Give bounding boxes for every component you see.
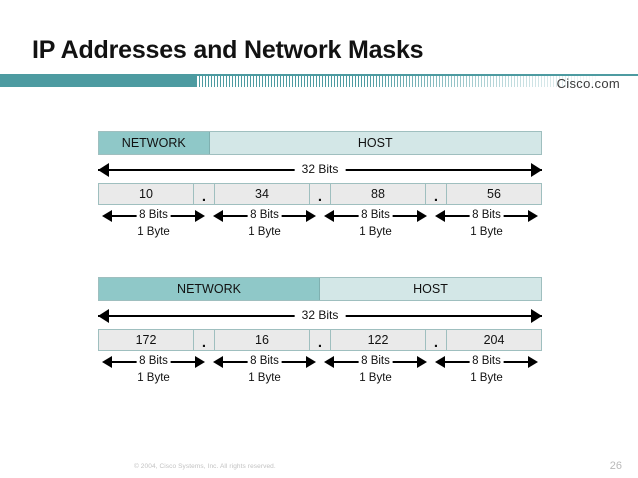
octet-separator: . [193,330,215,350]
network-host-bar: NETWORK HOST [98,277,542,301]
byte-size-label: 1 Byte [470,372,503,384]
octet-value: 204 [447,330,541,350]
address-diagram-2: NETWORK HOST 32 Bits 172 . 16 . 122 . 20… [98,277,542,384]
cisco-com-brand: Cisco.com [556,76,620,91]
byte-size-label: 1 Byte [137,372,170,384]
byte-size-label: 1 Byte [248,372,281,384]
octet-separator: . [425,184,447,204]
octet-value: 10 [99,184,193,204]
copyright-notice: © 2004, Cisco Systems, Inc. All rights r… [134,463,276,470]
arrow-head-left-icon [435,210,445,222]
header-solid-segment [0,76,196,87]
arrow-head-right-icon [528,210,538,222]
octet-separator: . [193,184,215,204]
octet-value: 172 [99,330,193,350]
arrow-head-right-icon [195,210,205,222]
octet-bar: 10 . 34 . 88 . 56 [98,183,542,205]
arrow-head-left-icon [102,210,112,222]
arrow-head-left-icon [435,356,445,368]
octet-value: 34 [215,184,309,204]
arrow-head-left-icon [324,356,334,368]
total-bits-label: 32 Bits [294,307,346,324]
byte-arrow: 8 Bits [102,208,205,224]
byte-annotation: 8 Bits 1 Byte [320,354,431,384]
byte-bits-label: 8 Bits [358,208,393,223]
arrow-head-right-icon [306,356,316,368]
byte-annotation: 8 Bits 1 Byte [98,208,209,238]
byte-bits-label: 8 Bits [136,208,171,223]
byte-arrow: 8 Bits [213,354,316,370]
arrow-head-left-icon [213,210,223,222]
total-bits-arrow: 32 Bits [98,159,542,181]
byte-annotation: 8 Bits 1 Byte [98,354,209,384]
byte-annotation-row: 8 Bits 1 Byte 8 Bits 1 Byte 8 Bits 1 Byt… [98,208,542,238]
byte-size-label: 1 Byte [359,226,392,238]
octet-bar: 172 . 16 . 122 . 204 [98,329,542,351]
arrow-head-left-icon [213,356,223,368]
arrow-head-right-icon [417,210,427,222]
arrow-head-left-icon [102,356,112,368]
octet-value: 56 [447,184,541,204]
byte-bits-label: 8 Bits [469,208,504,223]
byte-annotation: 8 Bits 1 Byte [209,354,320,384]
byte-size-label: 1 Byte [248,226,281,238]
octet-value: 88 [331,184,425,204]
byte-annotation: 8 Bits 1 Byte [431,208,542,238]
page-number: 26 [609,460,622,472]
network-segment: NETWORK [99,278,320,300]
network-host-bar: NETWORK HOST [98,131,542,155]
total-bits-arrow: 32 Bits [98,305,542,327]
total-bits-label: 32 Bits [294,161,346,178]
byte-bits-label: 8 Bits [247,354,282,369]
arrow-head-right-icon [531,163,542,177]
byte-bits-label: 8 Bits [136,354,171,369]
header-top-rule [0,74,638,76]
byte-bits-label: 8 Bits [358,354,393,369]
byte-annotation: 8 Bits 1 Byte [209,208,320,238]
byte-size-label: 1 Byte [137,226,170,238]
byte-arrow: 8 Bits [435,354,538,370]
arrow-head-left-icon [98,309,109,323]
header-striped-segment [196,76,596,87]
host-segment: HOST [209,132,541,154]
byte-arrow: 8 Bits [435,208,538,224]
octet-separator: . [309,330,331,350]
arrow-head-right-icon [195,356,205,368]
arrow-head-right-icon [528,356,538,368]
arrow-head-right-icon [531,309,542,323]
arrow-head-right-icon [417,356,427,368]
address-diagram-1: NETWORK HOST 32 Bits 10 . 34 . 88 . 56 8… [98,131,542,238]
byte-bits-label: 8 Bits [247,208,282,223]
byte-arrow: 8 Bits [324,354,427,370]
arrow-head-right-icon [306,210,316,222]
byte-annotation: 8 Bits 1 Byte [431,354,542,384]
byte-size-label: 1 Byte [470,226,503,238]
header-decorative-band [0,74,638,92]
page-title: IP Addresses and Network Masks [32,36,424,64]
byte-annotation-row: 8 Bits 1 Byte 8 Bits 1 Byte 8 Bits 1 Byt… [98,354,542,384]
arrow-head-left-icon [324,210,334,222]
byte-arrow: 8 Bits [213,208,316,224]
octet-value: 16 [215,330,309,350]
network-segment: NETWORK [99,132,210,154]
byte-size-label: 1 Byte [359,372,392,384]
byte-bits-label: 8 Bits [469,354,504,369]
byte-arrow: 8 Bits [102,354,205,370]
host-segment: HOST [320,278,541,300]
octet-value: 122 [331,330,425,350]
byte-arrow: 8 Bits [324,208,427,224]
byte-annotation: 8 Bits 1 Byte [320,208,431,238]
arrow-head-left-icon [98,163,109,177]
octet-separator: . [309,184,331,204]
octet-separator: . [425,330,447,350]
